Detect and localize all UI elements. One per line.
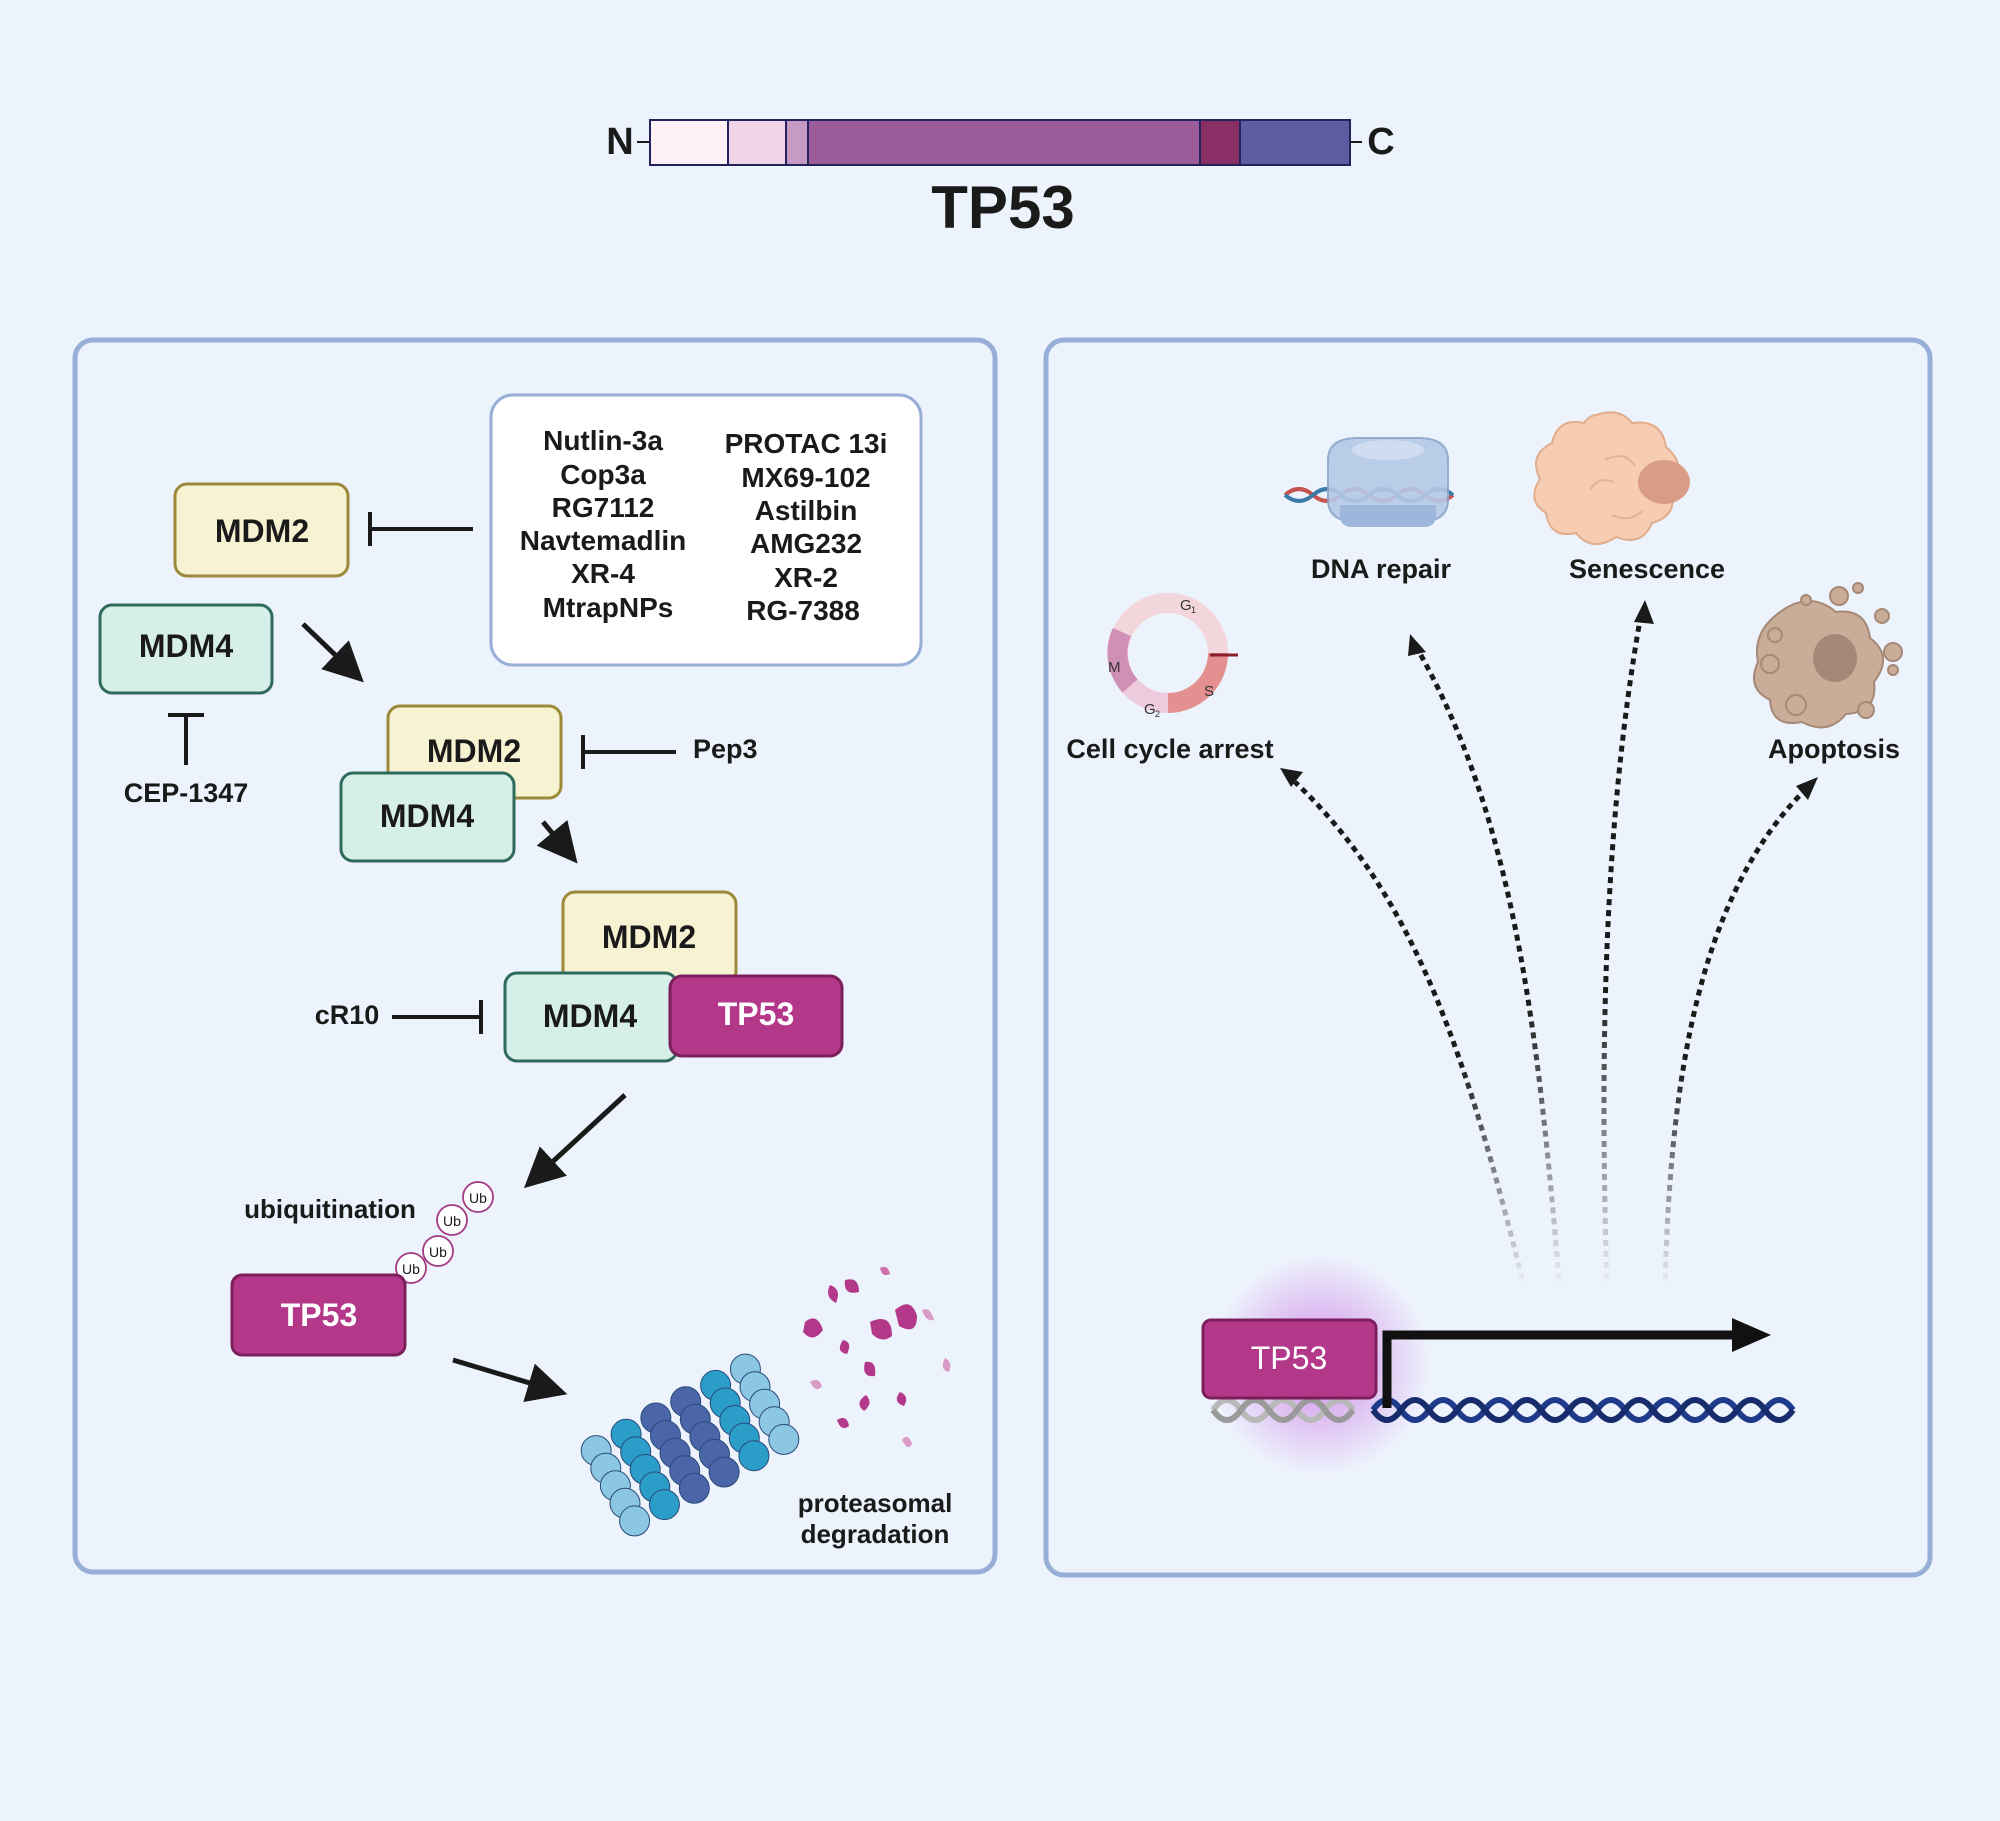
inhibitor-item: Nutlin-3a	[543, 425, 663, 456]
domain-segment-2	[727, 119, 787, 166]
outcome-arrowheads	[1280, 600, 1818, 800]
inhibition-line	[368, 512, 473, 546]
tp53-domain-bar: N C TP53	[606, 119, 1395, 241]
ubiquitin-chain: Ub Ub Ub Ub	[395, 1181, 494, 1284]
transcription-arrow	[1382, 1330, 1740, 1408]
protein-title: TP53	[931, 174, 1074, 241]
mdm4-label: MDM4	[380, 798, 474, 834]
phase-label: G	[1144, 701, 1156, 718]
mdm2-box	[173, 482, 350, 578]
ub-label: Ub	[429, 1244, 447, 1260]
inhibitor-item: XR-4	[571, 558, 635, 589]
inhibition-line	[168, 713, 204, 765]
inhibitor-item: RG7112	[552, 492, 655, 523]
tp53-label: TP53	[281, 1297, 357, 1333]
arrow-to-cell-cycle-arrest	[1293, 780, 1528, 1291]
cr10-label: cR10	[315, 1000, 380, 1030]
tp53-box	[668, 974, 844, 1058]
outcome-label: DNA repair	[1311, 554, 1452, 584]
degradation-label: proteasomal	[798, 1488, 953, 1518]
proteasome-icon	[580, 1353, 800, 1537]
proteasome-subunit	[648, 1489, 680, 1521]
transcription-arrowhead	[1732, 1318, 1771, 1352]
ubiquitination-label: ubiquitination	[244, 1194, 416, 1224]
apoptosis-cell-icon	[1753, 582, 1903, 729]
outcome-label: Cell cycle arrest	[1066, 734, 1273, 764]
ub-label: Ub	[402, 1261, 420, 1277]
mdm4-box	[339, 771, 516, 863]
domain-segment-1	[649, 119, 729, 166]
tp53-label: TP53	[718, 996, 794, 1032]
inhibitor-item: Astilbin	[755, 495, 858, 526]
mdm4-label: MDM4	[543, 998, 637, 1034]
degraded-fragments-icon	[803, 1266, 951, 1448]
inhibition-line	[392, 1000, 483, 1034]
senescence-cell-icon	[1533, 411, 1690, 545]
arrow	[523, 1093, 627, 1189]
mdm4-label: MDM4	[139, 628, 233, 664]
inhibitor-item: PROTAC 13i	[725, 428, 888, 459]
phase-label: S	[1204, 683, 1214, 700]
inhibitor-item: RG-7388	[746, 595, 860, 626]
arrow-to-apoptosis	[1662, 788, 1807, 1291]
pep3-label: Pep3	[693, 734, 758, 764]
tp53-box	[230, 1273, 407, 1357]
inhibitor-item: Navtemadlin	[520, 525, 687, 556]
dna-repair-icon	[1283, 437, 1455, 527]
arrow	[536, 819, 578, 864]
c-terminus-label: C	[1367, 121, 1394, 163]
arrow-to-senescence	[1601, 619, 1643, 1291]
inhibitor-item: AMG232	[750, 528, 862, 559]
proteasome-subunit	[708, 1456, 740, 1488]
proteasome-subunit	[678, 1472, 710, 1504]
proteasome-subunit	[768, 1423, 800, 1455]
dna-helix-icon	[1210, 1397, 1796, 1423]
ub-label: Ub	[443, 1213, 461, 1229]
n-terminus-label: N	[606, 121, 633, 163]
domain-segment-4	[807, 119, 1201, 166]
domain-segment-5	[1199, 119, 1241, 166]
proteasome-subunit	[738, 1440, 770, 1472]
inhibitor-item: Cop3a	[560, 459, 646, 490]
mdm4-box	[98, 603, 274, 695]
inhibitor-item: MX69-102	[741, 462, 870, 493]
phase-label: 1	[1191, 605, 1196, 615]
tp53-box	[1201, 1318, 1378, 1400]
left-panel: Nutlin-3a Cop3a RG7112 Navtemadlin XR-4 …	[72, 337, 998, 1575]
proteasome-subunit	[619, 1505, 651, 1537]
inhibitor-item: XR-2	[774, 562, 838, 593]
mdm2-label: MDM2	[215, 513, 309, 549]
arrow-to-dna-repair	[1415, 648, 1563, 1291]
outcome-label: Senescence	[1569, 554, 1725, 584]
arrow	[452, 1357, 568, 1402]
phase-label: M	[1108, 659, 1121, 676]
inhibitor-list-box: Nutlin-3a Cop3a RG7112 Navtemadlin XR-4 …	[489, 393, 923, 667]
inhibitor-item: MtrapNPs	[543, 592, 674, 623]
inhibition-line	[581, 735, 676, 769]
phase-label: G	[1180, 597, 1192, 614]
degradation-label: degradation	[801, 1519, 950, 1549]
mdm2-label: MDM2	[602, 919, 696, 955]
cep-1347-label: CEP-1347	[124, 778, 249, 808]
tp53-label: TP53	[1251, 1340, 1327, 1376]
domain-segment-6	[1239, 119, 1351, 166]
domain-segment-3	[785, 119, 809, 166]
arrow	[301, 622, 364, 683]
cell-cycle-icon: G 1 S G 2 M	[1107, 593, 1238, 719]
phase-label: 2	[1155, 709, 1160, 719]
right-panel: G 1 S G 2 M Cell cycle arrest DNA repair…	[1043, 337, 1933, 1578]
mdm2-label: MDM2	[427, 733, 521, 769]
outcome-label: Apoptosis	[1768, 734, 1900, 764]
outcome-arrows	[1293, 619, 1807, 1291]
ub-label: Ub	[469, 1190, 487, 1206]
